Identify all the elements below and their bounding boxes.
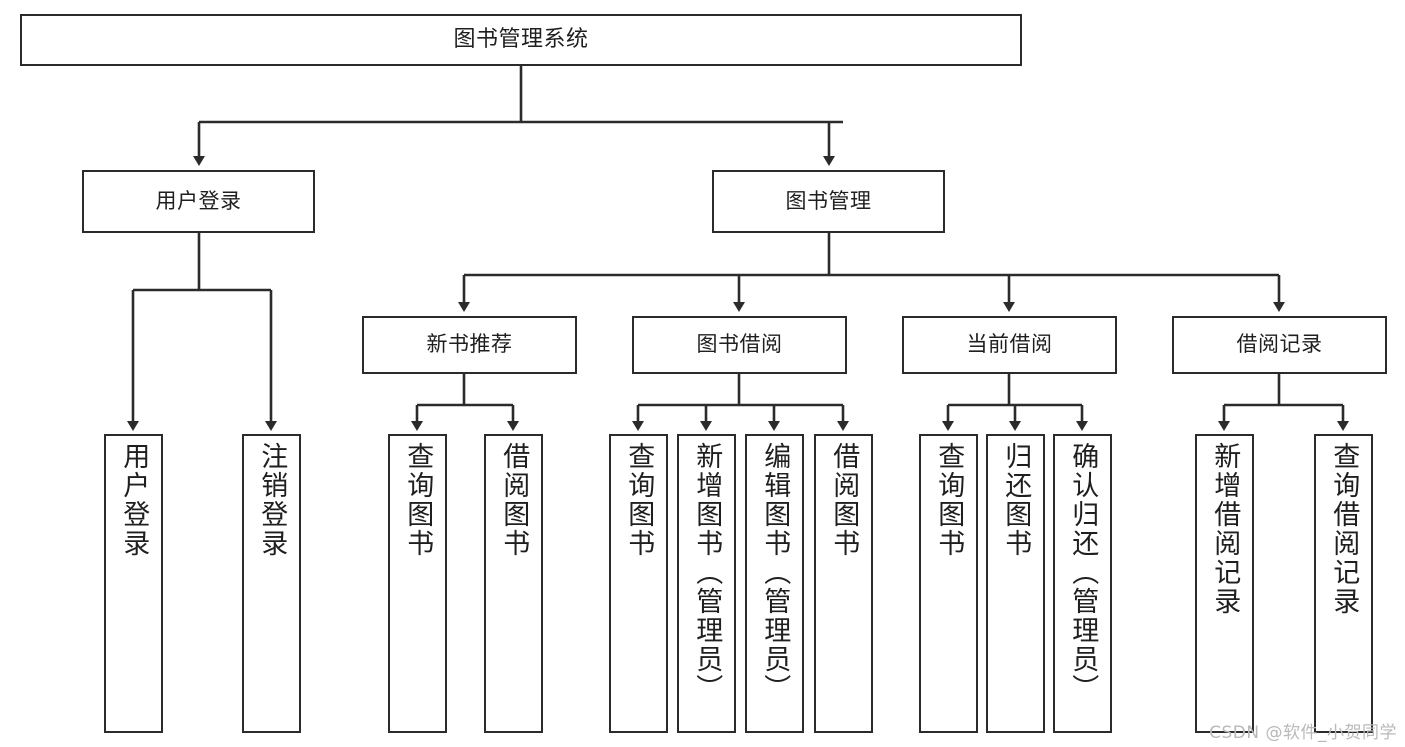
node-leaf-query-book-3[interactable]: 查询图书 bbox=[919, 434, 978, 733]
node-leaf-query-record-label: 查询借阅记录 bbox=[1328, 442, 1360, 616]
node-user-login[interactable]: 用户登录 bbox=[82, 170, 315, 233]
node-user-login-label: 用户登录 bbox=[155, 188, 242, 213]
node-leaf-borrow-book-2[interactable]: 借阅图书 bbox=[814, 434, 873, 733]
node-leaf-user-logout[interactable]: 注销登录 bbox=[242, 434, 301, 733]
node-leaf-return-book[interactable]: 归还图书 bbox=[986, 434, 1045, 733]
node-leaf-borrow-book-1-label: 借阅图书 bbox=[498, 442, 530, 558]
node-leaf-add-book[interactable]: 新增图书（管理员） bbox=[677, 434, 736, 733]
node-leaf-confirm-return[interactable]: 确认归还（管理员） bbox=[1053, 434, 1112, 733]
node-borrow-record[interactable]: 借阅记录 bbox=[1172, 316, 1387, 374]
node-leaf-user-login[interactable]: 用户登录 bbox=[104, 434, 163, 733]
node-current-borrow[interactable]: 当前借阅 bbox=[902, 316, 1117, 374]
node-leaf-add-book-label: 新增图书（管理员） bbox=[691, 442, 723, 703]
node-book-borrow[interactable]: 图书借阅 bbox=[632, 316, 847, 374]
node-leaf-edit-book[interactable]: 编辑图书（管理员） bbox=[745, 434, 804, 733]
node-leaf-user-logout-label: 注销登录 bbox=[256, 442, 288, 558]
node-root-label: 图书管理系统 bbox=[453, 26, 589, 52]
node-leaf-confirm-return-label: 确认归还（管理员） bbox=[1067, 442, 1099, 703]
node-leaf-query-book-2[interactable]: 查询图书 bbox=[609, 434, 668, 733]
node-leaf-add-record[interactable]: 新增借阅记录 bbox=[1195, 434, 1254, 733]
node-book-manage[interactable]: 图书管理 bbox=[712, 170, 945, 233]
node-leaf-return-book-label: 归还图书 bbox=[1000, 442, 1032, 558]
node-leaf-borrow-book-2-label: 借阅图书 bbox=[828, 442, 860, 558]
node-new-book-rec[interactable]: 新书推荐 bbox=[362, 316, 577, 374]
watermark-text: CSDN @软件_小贺同学 bbox=[1209, 723, 1397, 743]
node-leaf-add-record-label: 新增借阅记录 bbox=[1209, 442, 1241, 616]
node-leaf-edit-book-label: 编辑图书（管理员） bbox=[759, 442, 791, 703]
node-leaf-borrow-book-1[interactable]: 借阅图书 bbox=[484, 434, 543, 733]
node-book-manage-label: 图书管理 bbox=[785, 188, 872, 213]
node-leaf-query-book-3-label: 查询图书 bbox=[933, 442, 965, 558]
node-borrow-record-label: 借阅记录 bbox=[1236, 332, 1323, 357]
node-leaf-query-record[interactable]: 查询借阅记录 bbox=[1314, 434, 1373, 733]
node-leaf-user-login-label: 用户登录 bbox=[118, 442, 150, 558]
node-book-borrow-label: 图书借阅 bbox=[696, 332, 783, 357]
node-new-book-rec-label: 新书推荐 bbox=[426, 332, 513, 357]
node-current-borrow-label: 当前借阅 bbox=[966, 332, 1053, 357]
node-leaf-query-book-1-label: 查询图书 bbox=[402, 442, 434, 558]
node-leaf-query-book-2-label: 查询图书 bbox=[623, 442, 655, 558]
node-leaf-query-book-1[interactable]: 查询图书 bbox=[388, 434, 447, 733]
node-root[interactable]: 图书管理系统 bbox=[20, 14, 1022, 66]
